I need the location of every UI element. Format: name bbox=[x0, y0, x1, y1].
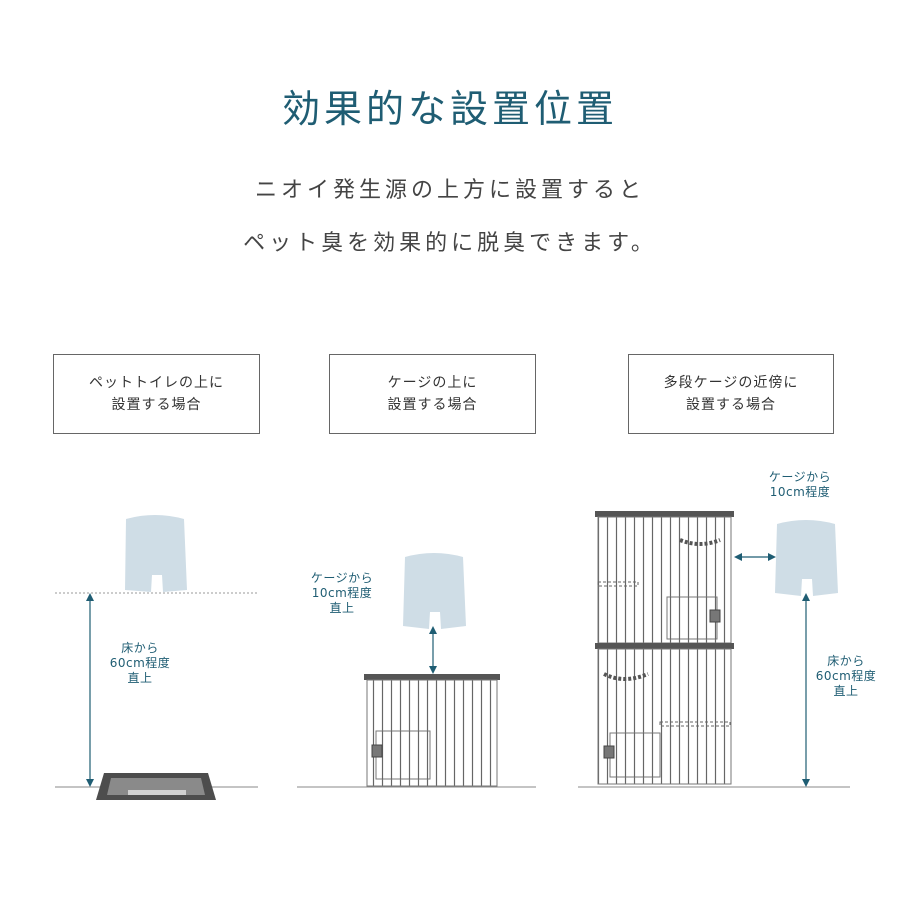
case-label-line2: 設置する場合 bbox=[686, 397, 776, 413]
note-multi-side: ケージから 10cm程度 bbox=[768, 470, 832, 499]
case-label-line1: ペットトイレの上に bbox=[89, 375, 224, 391]
case-label-line1: ケージの上に bbox=[387, 375, 478, 391]
case-label-line2: 設置する場合 bbox=[111, 397, 202, 413]
note-cage-above: ケージから 10cm程度 直上 bbox=[310, 571, 374, 615]
pet-toilet-icon bbox=[96, 773, 216, 800]
case-box-toilet: ペットトイレの上に 設置する場合 bbox=[53, 354, 260, 434]
note-multi-height: 床から 60cm程度 直上 bbox=[815, 654, 877, 698]
cage-icon bbox=[364, 674, 500, 787]
deodorizer-device-icon bbox=[775, 520, 838, 596]
note-toilet-height: 床から 60cm程度 直上 bbox=[109, 641, 171, 685]
case-label-line1: 多段ケージの近傍に bbox=[663, 375, 799, 391]
lead-line-2: ペット臭を効果的に脱臭できます。 bbox=[243, 231, 657, 256]
page-title: 効果的な設置位置 bbox=[281, 87, 618, 131]
case-label-line2: 設置する場合 bbox=[387, 397, 478, 413]
deodorizer-device-icon bbox=[403, 553, 466, 629]
multi-tier-cage-icon bbox=[595, 511, 734, 785]
case-box-cage: ケージの上に 設置する場合 bbox=[329, 354, 536, 434]
lead-line-1: ニオイ発生源の上方に設置すると bbox=[254, 178, 645, 203]
case-box-multi-cage: 多段ケージの近傍に 設置する場合 bbox=[628, 354, 834, 434]
deodorizer-device-icon bbox=[125, 515, 187, 592]
